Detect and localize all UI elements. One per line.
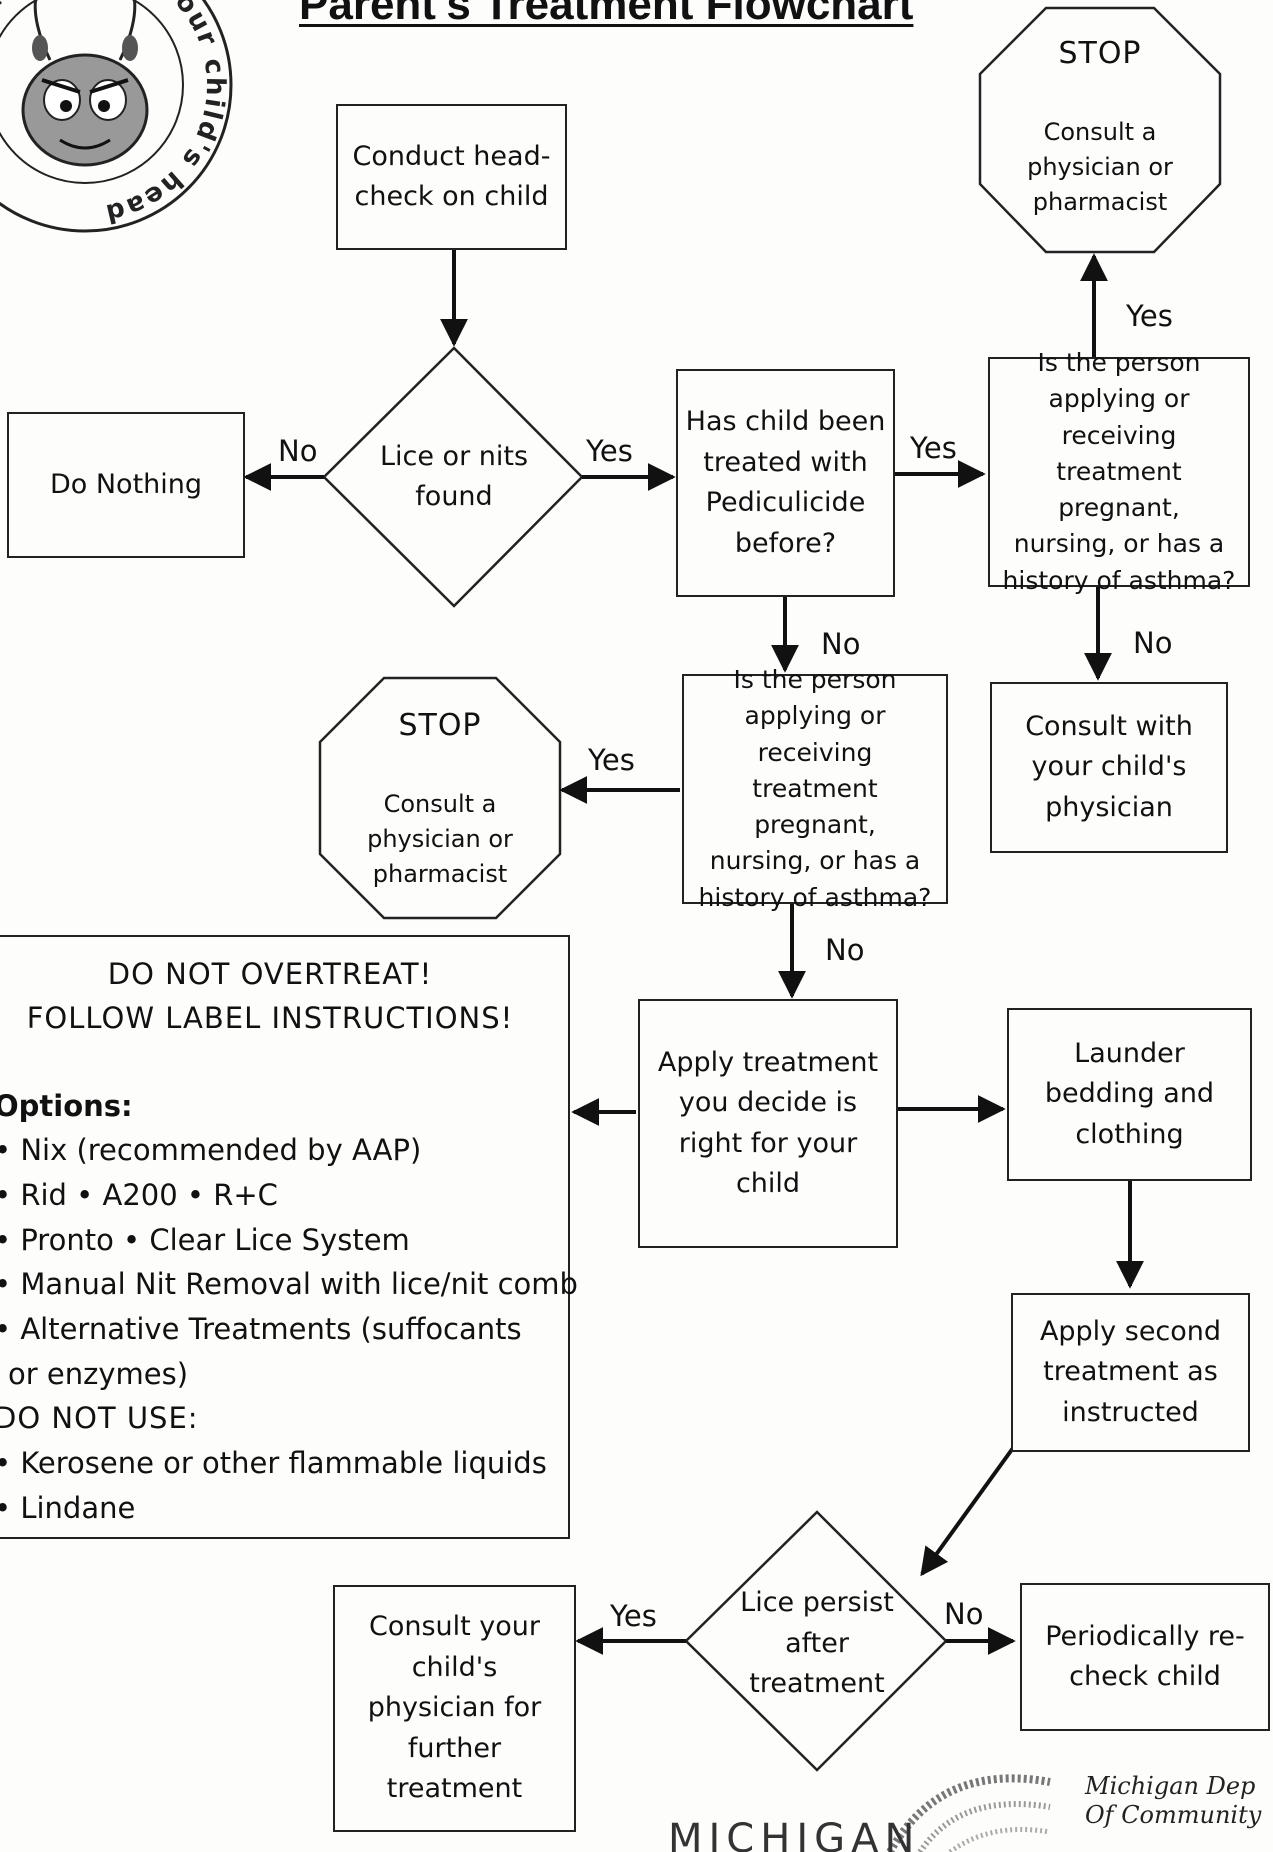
do-not-use-heading: DO NOT USE: <box>0 1401 199 1435</box>
node-stop-mid: STOP Consult a physician or pharmacist <box>326 708 554 888</box>
node-lice-or-nits-found: Lice or nits found <box>344 417 564 537</box>
node-lice-or-nits-found-label: Lice or nits found <box>379 440 529 513</box>
option-item: • Rid • A200 • R+C <box>0 1178 278 1212</box>
options-panel: DO NOT OVERTREAT! FOLLOW LABEL INSTRUCTI… <box>0 935 578 1539</box>
decision-lice-found-shape <box>322 346 584 608</box>
stop-mid-title: STOP <box>398 707 482 743</box>
node-launder-label: Launder bedding and clothing <box>1044 1037 1215 1150</box>
label-no-apply: No <box>825 933 865 967</box>
node-second-treatment-label: Apply second treatment as instructed <box>1039 1315 1222 1428</box>
node-lice-persist: Lice persist after treatment <box>706 1586 928 1702</box>
label-yes-stop-mid: Yes <box>588 743 635 777</box>
label-yes-stop-top: Yes <box>1126 299 1173 333</box>
label-no-do-nothing: No <box>278 434 318 468</box>
stop-top-text: Consult a physician or pharmacist <box>1027 118 1173 216</box>
node-treated-before-label: Has child been treated with Pediculicide… <box>685 406 886 559</box>
node-pregnant-check-top: Is the person applying or receiving trea… <box>988 348 1250 595</box>
option-item: • Manual Nit Removal with lice/nit comb <box>0 1267 578 1301</box>
node-pregnant-check-mid: Is the person applying or receiving trea… <box>682 665 948 912</box>
label-no-consult: No <box>1133 626 1173 660</box>
option-item: • Pronto • Clear Lice System <box>0 1223 410 1257</box>
option-item: • Alternative Treatments (suffocants <box>0 1312 522 1346</box>
label-yes-further: Yes <box>610 1599 657 1633</box>
node-apply-treatment: Apply treatment you decide is right for … <box>638 999 898 1248</box>
node-treated-before: Has child been treated with Pediculicide… <box>676 369 895 597</box>
decision-lice-persist-shape <box>684 1510 948 1772</box>
node-pregnant-check-mid-label: Is the person applying or receiving trea… <box>698 665 932 912</box>
node-second-treatment: Apply second treatment as instructed <box>1011 1293 1250 1452</box>
node-consult-further: Consult your child's physician for furth… <box>333 1585 576 1832</box>
options-heading: Options: <box>0 1089 133 1123</box>
node-periodically-recheck-label: Periodically re- check child <box>1045 1620 1245 1693</box>
node-stop-top: STOP Consult a physician or pharmacist <box>986 36 1214 216</box>
node-conduct-head-check: Conduct head- check on child <box>336 104 567 250</box>
node-do-nothing: Do Nothing <box>7 412 245 558</box>
node-apply-treatment-label: Apply treatment you decide is right for … <box>657 1046 879 1200</box>
stop-top-title: STOP <box>1058 35 1142 71</box>
lice-logo: keep them off your child's head <box>0 0 240 240</box>
michigan-emblem-icon <box>886 1774 1051 1852</box>
label-yes-treated: Yes <box>586 434 633 468</box>
department-name: Michigan Dep Of Community <box>1085 1772 1262 1829</box>
warning-do-not-overtreat: DO NOT OVERTREAT! <box>107 957 433 991</box>
stop-mid-octagon <box>318 676 562 920</box>
option-item: • Nix (recommended by AAP) <box>0 1133 422 1167</box>
stop-top-octagon <box>978 6 1222 254</box>
arrow-second-to-persist <box>920 1446 1015 1577</box>
node-pregnant-check-top-label: Is the person applying or receiving trea… <box>1002 348 1236 595</box>
node-conduct-head-check-label: Conduct head- check on child <box>352 140 551 213</box>
label-yes-pregnant-top: Yes <box>910 431 957 465</box>
node-do-nothing-label: Do Nothing <box>49 468 203 500</box>
node-lice-persist-label: Lice persist after treatment <box>740 1587 894 1700</box>
do-not-use-item: • Lindane <box>0 1491 136 1525</box>
node-periodically-recheck: Periodically re- check child <box>1020 1583 1270 1731</box>
label-no-recheck: No <box>944 1597 984 1631</box>
stop-mid-text: Consult a physician or pharmacist <box>367 790 513 888</box>
do-not-use-item: • Kerosene or other flammable liquids <box>0 1446 547 1480</box>
node-consult-child-physician-label: Consult with your child's physician <box>1025 710 1193 823</box>
page-title: Parent's Treatment Flowchart <box>299 0 914 29</box>
node-consult-child-physician: Consult with your child's physician <box>990 682 1228 853</box>
warning-follow-label: FOLLOW LABEL INSTRUCTIONS! <box>26 1001 514 1035</box>
label-no-pregnant-mid: No <box>821 627 861 661</box>
option-item: or enzymes) <box>8 1357 189 1391</box>
michigan-logo-text: MICHIGAN <box>668 1816 921 1852</box>
node-consult-further-label: Consult your child's physician for furth… <box>367 1611 542 1805</box>
louse-mascot-icon: keep them off your child's head <box>0 0 233 233</box>
node-launder: Launder bedding and clothing <box>1007 1008 1252 1181</box>
